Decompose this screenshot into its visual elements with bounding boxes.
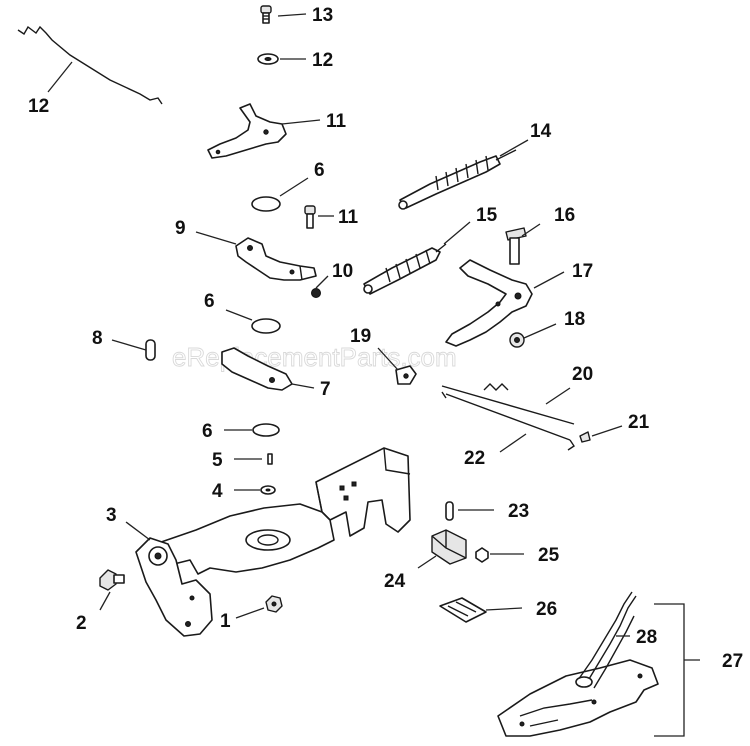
callout-21: 19 <box>350 326 371 347</box>
part-28-clip <box>439 597 487 623</box>
part-2-bolt <box>99 569 125 591</box>
callout-19: 17 <box>572 261 593 282</box>
part-21-clip <box>395 365 417 385</box>
part-13-governor-lever <box>207 103 287 159</box>
part-16-spring <box>398 149 517 210</box>
callout-26: 24 <box>384 571 406 592</box>
part-18-bolt <box>505 227 527 265</box>
part-6-washer-top <box>251 196 281 212</box>
callout-30: 28 <box>636 627 657 648</box>
callout-9-item: 9 <box>175 218 186 239</box>
callout-24: 22 <box>464 448 485 469</box>
part-26-block <box>431 529 467 565</box>
part-8-pin <box>145 339 156 361</box>
callout-15: 13 <box>312 5 333 26</box>
callout-20: 18 <box>564 309 585 330</box>
callout-6-middle: 6 <box>204 291 215 312</box>
callout-6-bottom: 6 <box>202 421 213 442</box>
part-22-rod <box>441 383 575 425</box>
leader-lines <box>47 13 700 737</box>
part-24-rod <box>441 391 575 451</box>
callout-6-top: 6 <box>314 160 325 181</box>
part-9-lever <box>235 237 317 281</box>
part-14-washer <box>257 53 279 65</box>
callout-10: 10 <box>332 261 353 282</box>
callout-8: 8 <box>92 328 103 349</box>
part-11-bolt <box>304 205 316 229</box>
part-7-lever <box>221 347 293 391</box>
part-29-plate-assembly <box>497 659 659 737</box>
part-1-nut <box>265 595 283 613</box>
part-6-washer-middle <box>251 318 281 334</box>
callout-14: 12 <box>312 50 333 71</box>
callout-23: 21 <box>628 412 650 433</box>
part-23-end-cap <box>579 431 591 443</box>
part-3-main-bracket <box>135 447 411 637</box>
callout-18: 16 <box>554 205 575 226</box>
callout-28: 26 <box>536 599 557 620</box>
callout-labels: 13 12 12 11 14 6 11 15 16 9 13 14 15 16 … <box>28 5 743 672</box>
part-20-nut <box>509 332 525 348</box>
part-17-spring <box>363 243 447 295</box>
callout-12: 12 <box>28 96 49 117</box>
callout-2: 2 <box>76 613 87 634</box>
part-19-bracket <box>445 259 533 347</box>
part-15-screw <box>260 5 272 24</box>
part-4-washer <box>260 485 276 495</box>
callout-5: 5 <box>212 450 223 471</box>
callout-22: 20 <box>572 364 593 385</box>
callout-27: 25 <box>538 545 560 566</box>
part-5-pin <box>267 453 273 465</box>
part-6-washer-lower <box>252 423 280 437</box>
callout-11: 11 <box>338 207 359 228</box>
callout-25: 23 <box>508 501 529 522</box>
part-27-nut <box>475 547 489 563</box>
callout-16: 14 <box>530 121 552 142</box>
part-12-governor-rod <box>17 25 163 105</box>
callout-1: 1 <box>220 611 231 632</box>
callout-17: 15 <box>476 205 498 226</box>
part-25-pin <box>445 501 454 521</box>
callout-4: 4 <box>212 481 223 502</box>
callout-3: 3 <box>106 505 117 526</box>
callout-29: 27 <box>722 651 743 672</box>
callout-13: 11 <box>326 111 347 132</box>
part-10-nut <box>311 288 321 298</box>
part-30-cable <box>575 591 637 689</box>
watermark: eReplacementParts.com <box>172 342 457 372</box>
